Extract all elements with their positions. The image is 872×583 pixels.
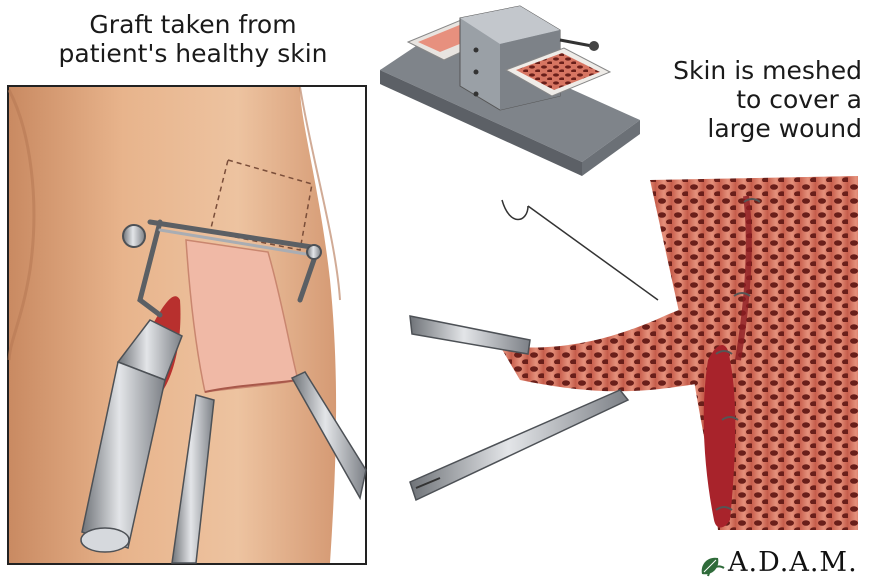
mesh-caption-line-2: to cover a: [600, 85, 862, 114]
dermatome-knob: [123, 225, 145, 247]
wound-bed: [704, 345, 736, 528]
mesh-caption: Skin is meshed to cover a large wound: [600, 56, 862, 143]
graft-caption-line-2: patient's healthy skin: [18, 39, 368, 68]
meshed-skin-graft: [500, 176, 858, 530]
logo-text: A.D.A.M.: [728, 549, 858, 577]
graft-caption: Graft taken from patient's healthy skin: [18, 10, 368, 68]
leaf-icon: [702, 558, 724, 576]
adam-logo: A.D.A.M.: [728, 549, 858, 577]
mesh-caption-line-3: large wound: [600, 114, 862, 143]
suture-needle: [502, 200, 658, 300]
graft-caption-line-1: Graft taken from: [18, 10, 368, 39]
mesh-caption-line-1: Skin is meshed: [600, 56, 862, 85]
